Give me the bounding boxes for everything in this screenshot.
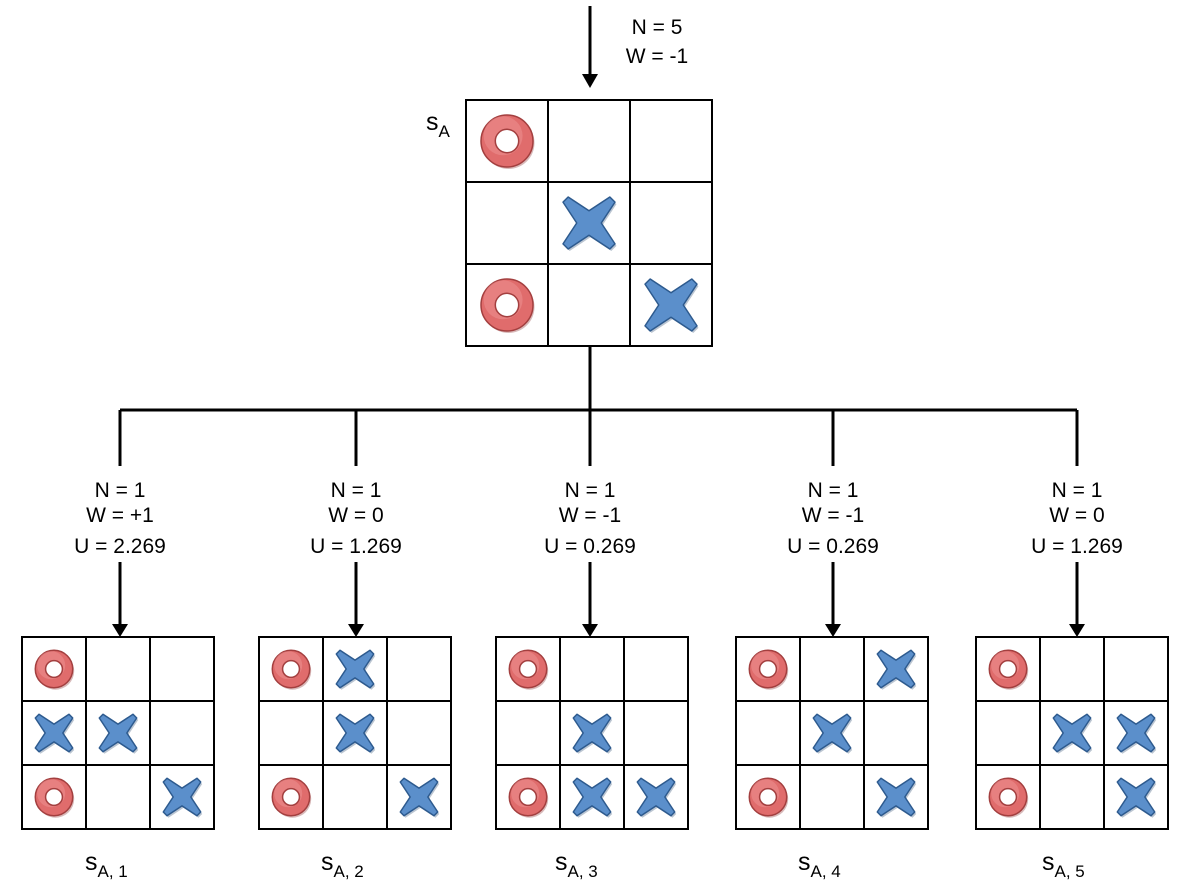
child-node-5: N = 1W = 0 U = 1.269 sA, 5 <box>975 479 1169 881</box>
root-stat-n: N = 5 <box>632 16 683 39</box>
o-mark-icon <box>480 114 535 169</box>
x-mark-icon <box>1116 713 1157 754</box>
child-stat: N = 1 <box>1052 479 1103 502</box>
x-mark-icon <box>335 713 376 754</box>
child-board <box>735 636 929 830</box>
o-mark-icon <box>508 777 549 818</box>
root-board <box>465 99 713 347</box>
child-stat: W = 0 <box>328 504 383 527</box>
child-board <box>495 636 689 830</box>
child-node-2: N = 1W = 0 U = 1.269 sA, 2 <box>258 479 452 881</box>
x-mark-icon <box>1052 713 1093 754</box>
child-stat: U = 0.269 <box>787 535 879 558</box>
child-stat: W = +1 <box>86 504 154 527</box>
child-state-label: sA, 1 <box>85 848 128 881</box>
child-stat: N = 1 <box>331 479 382 502</box>
o-mark-icon <box>480 278 535 333</box>
x-mark-icon <box>162 777 203 818</box>
x-mark-icon <box>812 713 853 754</box>
x-mark-icon <box>562 196 617 251</box>
child-node-4: N = 1W = -1 U = 0.269 sA, 4 <box>735 479 929 881</box>
child-stat: W = -1 <box>559 504 621 527</box>
child-stat: U = 2.269 <box>74 535 166 558</box>
child-state-label: sA, 4 <box>798 848 841 881</box>
child-arrowhead <box>348 624 364 637</box>
child-node-3: N = 1W = -1 U = 0.269 sA, 3 <box>495 479 689 881</box>
child-state-label: sA, 2 <box>321 848 364 881</box>
o-mark-icon <box>271 777 312 818</box>
x-mark-icon <box>644 278 699 333</box>
child-stat: U = 1.269 <box>310 535 402 558</box>
child-stat: N = 1 <box>565 479 616 502</box>
child-state-label: sA, 5 <box>1042 848 1085 881</box>
child-board <box>21 636 215 830</box>
x-mark-icon <box>876 649 917 690</box>
child-arrowhead <box>1069 624 1085 637</box>
o-mark-icon <box>748 777 789 818</box>
x-mark-icon <box>98 713 139 754</box>
child-board <box>975 636 1169 830</box>
root-state-label: sA <box>426 108 451 141</box>
child-stat: U = 1.269 <box>1031 535 1123 558</box>
child-arrowhead <box>112 624 128 637</box>
o-mark-icon <box>748 649 789 690</box>
o-mark-icon <box>34 777 75 818</box>
child-arrowhead <box>825 624 841 637</box>
o-mark-icon <box>34 649 75 690</box>
child-stat: W = 0 <box>1049 504 1104 527</box>
x-mark-icon <box>636 777 677 818</box>
x-mark-icon <box>876 777 917 818</box>
o-mark-icon <box>988 777 1029 818</box>
root-arrowhead <box>582 74 598 88</box>
x-mark-icon <box>1116 777 1157 818</box>
x-mark-icon <box>34 713 75 754</box>
o-mark-icon <box>508 649 549 690</box>
child-stat: N = 1 <box>95 479 146 502</box>
child-state-label: sA, 3 <box>555 848 598 881</box>
child-stat: W = -1 <box>802 504 864 527</box>
x-mark-icon <box>572 713 613 754</box>
o-mark-icon <box>988 649 1029 690</box>
child-board <box>258 636 452 830</box>
child-stat: N = 1 <box>808 479 859 502</box>
child-arrowhead <box>582 624 598 637</box>
child-node-1: N = 1W = +1 U = 2.269 sA, 1 <box>21 479 215 881</box>
child-stat: U = 0.269 <box>544 535 636 558</box>
o-mark-icon <box>271 649 312 690</box>
x-mark-icon <box>572 777 613 818</box>
x-mark-icon <box>399 777 440 818</box>
root-stat-w: W = -1 <box>626 45 688 68</box>
x-mark-icon <box>335 649 376 690</box>
